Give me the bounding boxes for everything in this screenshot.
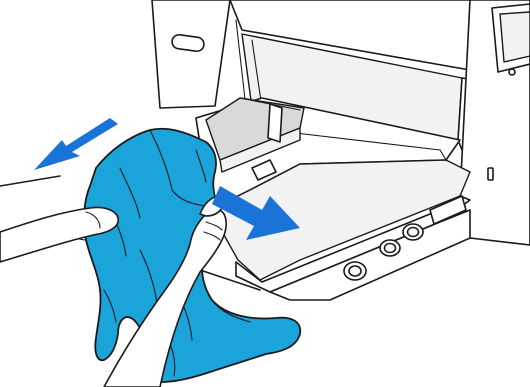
side-indicator: [488, 168, 493, 180]
control-panel: [492, 4, 530, 75]
